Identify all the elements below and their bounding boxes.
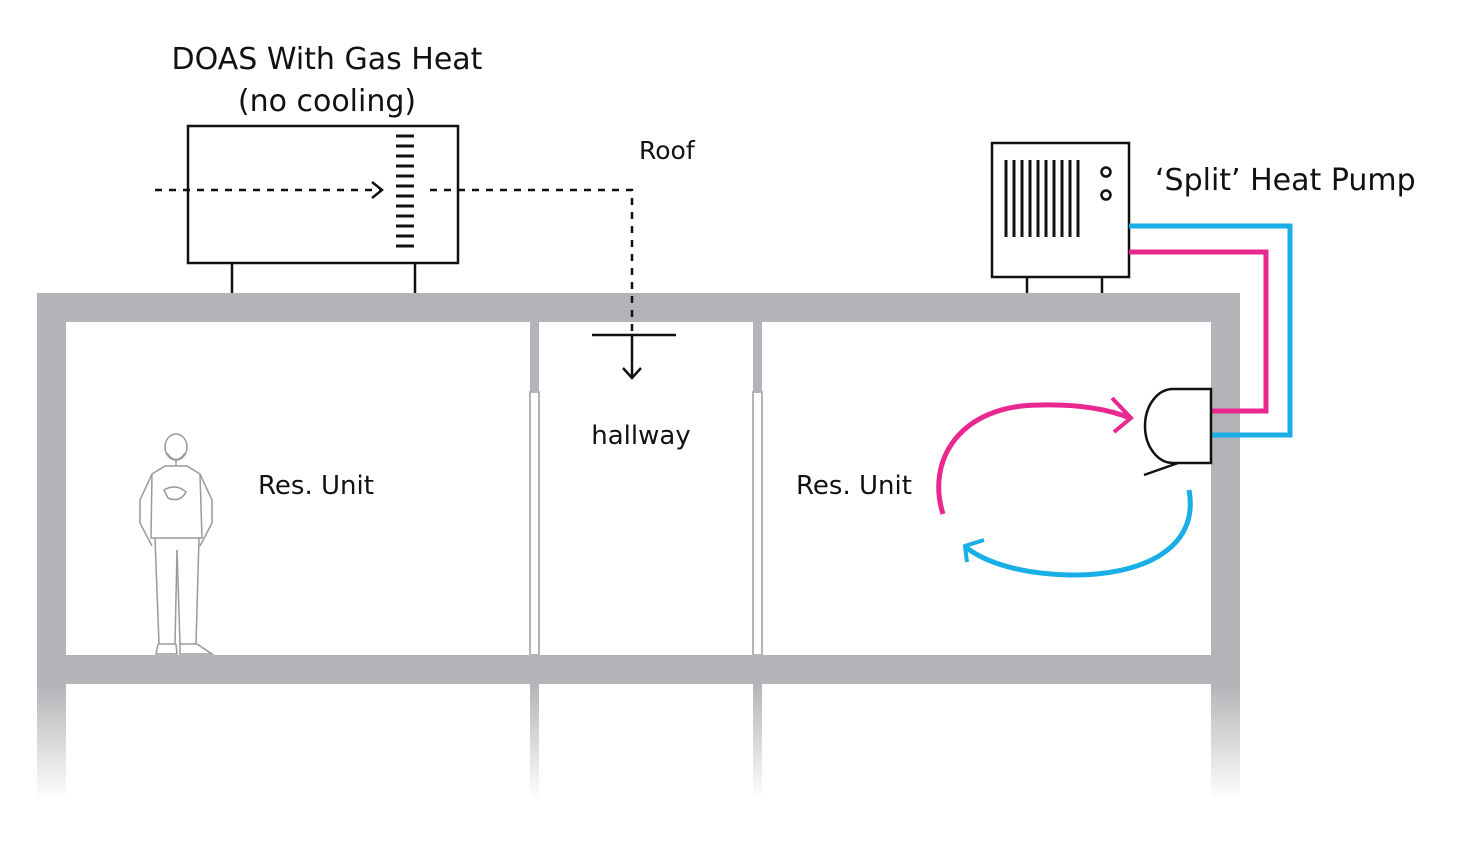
cool-air-arc [965,489,1193,578]
doas-unit-icon [186,124,460,293]
lower-wall-left [37,684,66,800]
cold-refrigerant-line [1129,223,1293,438]
cool-air-arrowhead-icon [962,538,985,563]
lower-wall-right [1211,684,1240,800]
person-arm-left [139,473,153,547]
left-exterior-wall [37,293,66,685]
res-unit-left-label: Res. Unit [258,471,374,501]
person-arm-right [199,473,213,547]
interior-wall-left-lower [529,391,540,656]
interior-wall-right [753,322,762,392]
floor-slab [37,655,1240,684]
supply-arrow-down-icon [622,367,642,380]
indoor-head-body [1143,387,1213,465]
hot-refrigerant-line [1129,249,1269,414]
person-leg-right [176,537,200,645]
hallway-label: hallway [591,421,690,451]
outdoor-unit-cabinet [990,141,1131,279]
person-shoe-left [155,643,178,655]
person-icon [139,433,215,655]
person-shirt-graphic [163,486,187,501]
ductless-wall-head-icon [1143,387,1213,477]
intake-arrowhead-icon [371,181,385,199]
doas-heating-coil [396,134,414,248]
heat-pump-outdoor-unit-icon [990,141,1131,293]
person-shoe-right [179,643,215,655]
interior-wall-right-lower [752,391,763,656]
person-beard [166,452,186,461]
person-head [164,433,188,461]
roof-label: Roof [639,136,696,165]
outdoor-unit-grille [1004,160,1080,237]
doas-title-line2: (no cooling) [238,84,416,119]
doas-title-line1: DOAS With Gas Heat [172,42,483,77]
supply-duct-line [430,188,634,333]
indoor-head-louver [1143,461,1179,477]
warm-air-arrowhead-icon [1110,396,1134,434]
lower-interior-wall-left [530,684,539,800]
person-torso [150,465,203,539]
outdoor-unit-knob-bottom [1100,189,1112,201]
warm-air-arc [936,402,1131,515]
ventilation-air-path [155,181,676,380]
outdoor-unit-knob-top [1100,166,1112,178]
res-unit-right-label: Res. Unit [796,471,912,501]
roof-slab [37,293,1240,322]
person-leg-left [154,537,178,645]
interior-wall-left [530,322,539,392]
lower-interior-wall-right [753,684,762,800]
doas-cabinet [186,124,460,265]
building-structure [37,293,1240,800]
right-exterior-wall [1211,293,1240,685]
split-heat-pump-label: ‘Split’ Heat Pump [1155,163,1416,198]
